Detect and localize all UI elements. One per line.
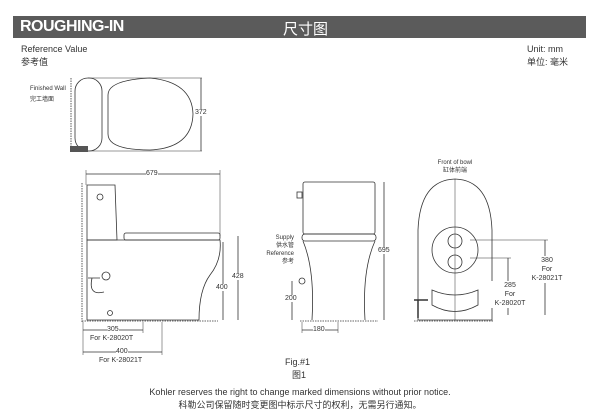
reference-label: Reference Value [21, 44, 88, 54]
finished-wall-label-cn: 完工墙面 [30, 97, 55, 103]
dim-285-for: For [504, 291, 516, 298]
dim-380: 380 [541, 257, 553, 264]
dim-305: 305 [107, 326, 119, 333]
front-of-bowl-text: Front of bowl [437, 160, 473, 166]
dim-285: 285 [504, 282, 516, 289]
header-bar: ROUGHING-IN 尺寸图 [13, 16, 586, 38]
model-k28021t-label: For K-28021T [99, 357, 143, 364]
reference-short-label: Reference [266, 251, 294, 257]
dim-285-label: 285 For K-28020T [490, 281, 530, 308]
seat-front-outline [301, 233, 377, 242]
front-of-bowl-label: Front of bowl 缸体前端 [425, 159, 485, 175]
supply-valve-icon [414, 299, 428, 318]
flush-handle-icon [96, 193, 104, 201]
reference-short-label-cn: 参考 [281, 259, 294, 265]
dim-695: 695 [378, 247, 390, 254]
notice-text: Kohler reserves the right to change mark… [149, 387, 451, 397]
unit-label-cn: 单位: 毫米 [527, 57, 569, 67]
dim-380-for: For [541, 266, 553, 273]
page-title: ROUGHING-IN [20, 18, 124, 35]
page-title-cn: 尺寸图 [283, 21, 329, 38]
back-view [414, 178, 548, 322]
seat-top-outline [107, 77, 194, 151]
supply-label-cn: 供水管 [275, 243, 294, 249]
bowl-front-outline [302, 240, 376, 321]
supply-valve-icon [298, 277, 306, 285]
top-view [70, 77, 202, 152]
bowl-side-outline [86, 239, 221, 321]
finished-wall-label: Finished Wall [30, 86, 66, 92]
side-view [81, 170, 239, 355]
outlet-circle [431, 226, 479, 274]
supply-hose-icon [101, 271, 111, 281]
flush-handle-icon [296, 191, 303, 199]
model-k28020t-label: For K-28020T [90, 335, 134, 342]
dim-428: 428 [232, 273, 244, 280]
supply-valve-icon [70, 146, 88, 152]
dim-200: 200 [285, 295, 297, 302]
front-of-bowl-text-cn: 缸体前端 [442, 168, 467, 174]
supply-reference-label: Supply 供水管 Reference 参考 [255, 234, 294, 266]
dim-380-model: K-28021T [531, 275, 563, 282]
unit-label: Unit: mm [527, 44, 563, 54]
dim-400: 400 [216, 284, 228, 291]
dim-679: 679 [146, 170, 158, 177]
dim-285-model: K-28020T [494, 300, 526, 307]
tank-top-outline [74, 77, 103, 152]
front-view [291, 181, 385, 333]
dim-400-rough: 400 [116, 348, 128, 355]
tank-side-outline [86, 184, 118, 241]
notice-text-cn: 科勒公司保留随时变更图中标示尺寸的权利，无需另行通知。 [178, 400, 422, 410]
seat-side-outline [123, 232, 221, 241]
figure-label-cn: 图1 [292, 370, 307, 380]
tank-front-outline [302, 181, 376, 235]
drain-icon [107, 310, 113, 316]
supply-label: Supply [275, 235, 294, 241]
dim-180: 180 [313, 326, 325, 333]
reference-label-cn: 参考值 [21, 57, 49, 67]
dim-380-label: 380 For K-28021T [527, 256, 567, 283]
dim-372: 372 [195, 109, 207, 116]
figure-label: Fig.#1 [285, 357, 311, 367]
